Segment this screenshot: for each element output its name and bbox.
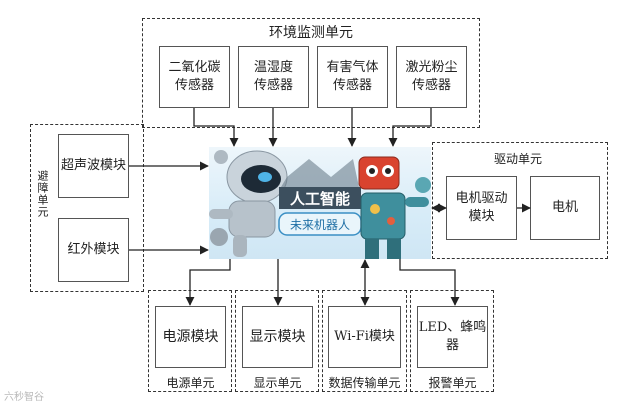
dust-arrow bbox=[393, 108, 431, 146]
watermark-logo: 六秒智谷 bbox=[4, 388, 44, 403]
alarm-arrow bbox=[400, 259, 455, 305]
co2-arrow bbox=[194, 108, 234, 146]
power-arrow bbox=[190, 259, 230, 305]
